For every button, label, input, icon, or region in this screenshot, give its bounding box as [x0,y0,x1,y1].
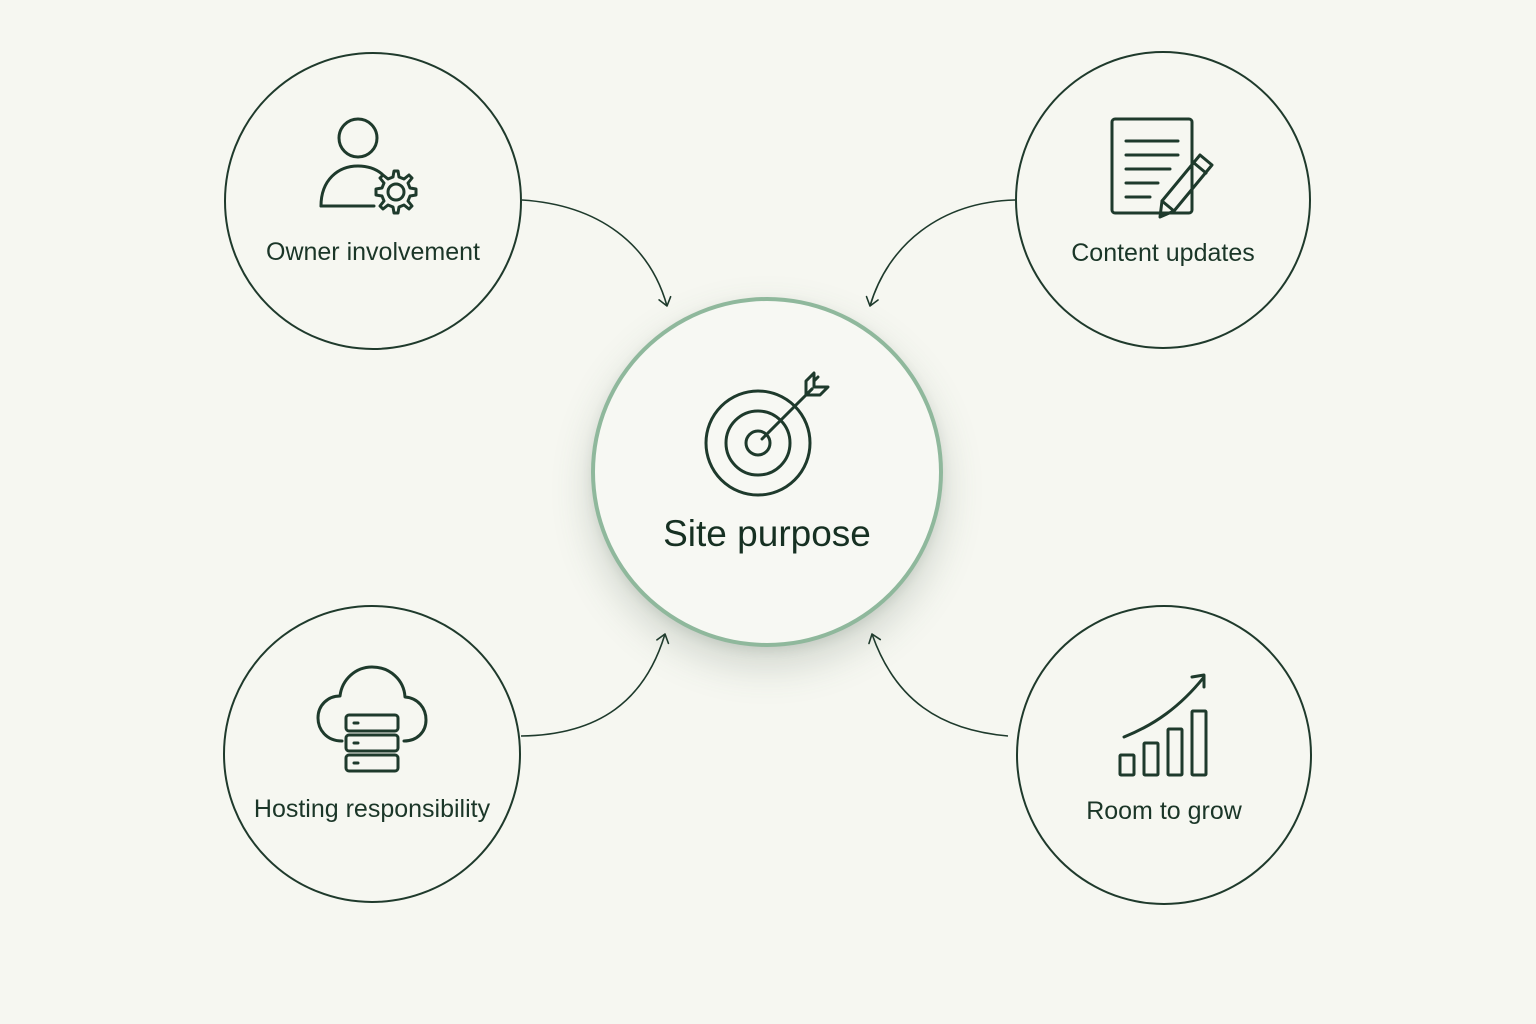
growth-chart-icon [1118,673,1208,777]
node-site-purpose: Site purpose [591,297,943,647]
document-pencil-icon [1110,117,1214,219]
user-gear-icon [319,117,418,215]
node-room-to-grow: Room to grow [1016,605,1312,905]
node-label: Site purpose [663,513,871,554]
arrow-owner-to-center [521,199,672,307]
node-owner-involvement: Owner involvement [224,52,522,350]
node-label: Owner involvement [266,238,480,266]
arrow-grow-to-center [868,633,1009,737]
target-arrow-icon [704,371,830,497]
arrow-hosting-to-center [520,633,670,737]
node-label: Room to grow [1086,797,1242,825]
node-hosting-responsibility: Hosting responsibility [223,605,521,903]
cloud-server-icon [316,665,428,773]
node-content-updates: Content updates [1015,51,1311,349]
node-label: Hosting responsibility [253,795,491,823]
arrow-content-to-center [865,199,1016,307]
node-label: Content updates [1071,239,1255,267]
